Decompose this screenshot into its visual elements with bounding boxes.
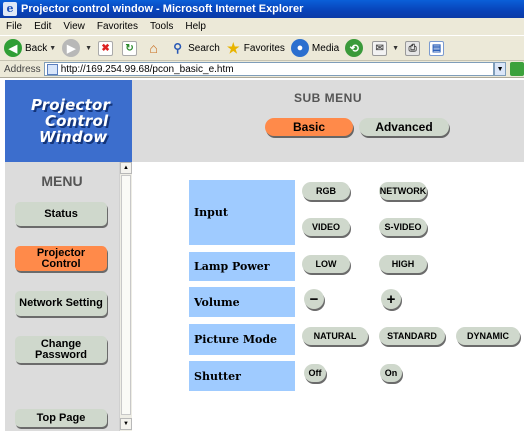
forward-button[interactable]: ▶ ▼ xyxy=(62,39,92,57)
favorites-button[interactable]: ★ Favorites xyxy=(226,39,285,56)
shutter-label: Shutter xyxy=(189,361,295,391)
rgb-button[interactable]: RGB xyxy=(302,182,350,200)
logo-text: Projector Control Window xyxy=(27,97,110,145)
stop-icon: ✖ xyxy=(98,40,114,56)
scroll-thumb[interactable] xyxy=(121,175,131,415)
video-button[interactable]: VIDEO xyxy=(302,218,350,236)
favorites-label: Favorites xyxy=(243,42,285,54)
lamp-low-button[interactable]: LOW xyxy=(302,255,350,273)
lamp-high-button[interactable]: HIGH xyxy=(379,255,427,273)
address-bar: Address http://169.254.99.68/pcon_basic_… xyxy=(0,61,524,78)
back-label: Back xyxy=(25,42,48,54)
menu-favorites[interactable]: Favorites xyxy=(96,21,138,32)
edit-page-icon: ▤ xyxy=(429,40,445,56)
home-icon: ⌂ xyxy=(149,40,158,56)
mail-dropdown-icon[interactable]: ▼ xyxy=(392,44,400,52)
back-button[interactable]: ◀ Back ▼ xyxy=(4,39,56,57)
change-password-label-2: Password xyxy=(35,348,87,361)
top-page-button[interactable]: Top Page xyxy=(15,409,107,427)
history-button[interactable]: ⟲ xyxy=(345,39,366,57)
logo-line-1: Projector xyxy=(30,96,111,114)
address-dropdown-icon[interactable]: ▼ xyxy=(493,62,507,76)
lamp-power-label: Lamp Power xyxy=(189,252,295,281)
menu-file[interactable]: File xyxy=(6,21,23,32)
advanced-tab-button[interactable]: Advanced xyxy=(359,118,449,136)
standard-button[interactable]: STANDARD xyxy=(379,327,445,345)
star-icon: ★ xyxy=(227,39,240,56)
address-url: http://169.254.99.68/pcon_basic_e.htm xyxy=(60,63,234,75)
ie-icon: e xyxy=(3,2,17,16)
forward-arrow-icon: ▶ xyxy=(62,39,81,57)
browser-toolbar: ◀ Back ▼ ▶ ▼ ✖ ↻ ⌂ ⚲ Search ★ Favorites … xyxy=(0,35,524,61)
back-arrow-icon: ◀ xyxy=(4,39,22,57)
stop-button[interactable]: ✖ xyxy=(98,40,116,56)
shutter-off-button[interactable]: Off xyxy=(304,364,326,382)
volume-up-button[interactable]: + xyxy=(381,289,401,309)
projector-control-window-logo: Projector Control Window xyxy=(5,80,132,162)
logo-line-3: Window xyxy=(38,128,108,146)
forward-dropdown-icon[interactable]: ▼ xyxy=(85,44,93,52)
status-button[interactable]: Status xyxy=(15,202,107,226)
search-button[interactable]: ⚲ Search xyxy=(170,41,220,56)
mail-icon: ✉ xyxy=(372,40,388,56)
change-password-label-1: Change xyxy=(40,337,82,350)
print-button[interactable]: ⎙ xyxy=(405,40,423,56)
input-label: Input xyxy=(189,180,295,245)
page-icon xyxy=(46,63,58,75)
edit-button[interactable]: ▤ xyxy=(429,40,447,56)
volume-down-button[interactable]: − xyxy=(304,289,324,309)
menu-edit[interactable]: Edit xyxy=(34,21,52,32)
projector-control-label-2: Control xyxy=(41,257,81,270)
media-icon: ● xyxy=(290,39,309,57)
main-menu-panel: MENU Status Projector Control Network Se… xyxy=(5,162,119,431)
search-icon: ⚲ xyxy=(173,41,182,55)
window-title: Projector control window - Microsoft Int… xyxy=(21,3,304,15)
media-button[interactable]: ● Media xyxy=(290,39,340,57)
address-label: Address xyxy=(4,63,41,75)
top-page-label: Top Page xyxy=(36,411,86,424)
logo-line-2: Control xyxy=(44,112,109,130)
media-label: Media xyxy=(311,42,340,54)
network-setting-label: Network Setting xyxy=(19,297,103,309)
search-label: Search xyxy=(188,42,220,54)
svideo-button[interactable]: S-VIDEO xyxy=(379,218,427,236)
print-icon: ⎙ xyxy=(405,40,421,56)
menu-view[interactable]: View xyxy=(63,21,85,32)
network-button[interactable]: NETWORK xyxy=(379,182,427,200)
shutter-on-button[interactable]: On xyxy=(380,364,402,382)
menu-help[interactable]: Help xyxy=(185,21,206,32)
menu-title: MENU xyxy=(41,173,83,189)
menu-bar: File Edit View Favorites Tools Help xyxy=(0,18,524,35)
submenu-panel: SUB MENU Basic Advanced xyxy=(132,80,524,162)
status-label: Status xyxy=(44,207,78,220)
submenu-title: SUB MENU xyxy=(293,91,362,105)
projector-control-button[interactable]: Projector Control xyxy=(15,246,107,271)
dynamic-button[interactable]: DYNAMIC xyxy=(456,327,520,345)
natural-button[interactable]: NATURAL xyxy=(302,327,368,345)
home-button[interactable]: ⌂ xyxy=(146,40,164,56)
scroll-down-icon[interactable]: ▼ xyxy=(120,418,132,430)
volume-label: Volume xyxy=(189,287,295,317)
back-dropdown-icon[interactable]: ▼ xyxy=(49,44,57,52)
mail-button[interactable]: ✉ ▼ xyxy=(372,40,400,56)
minus-icon: − xyxy=(309,290,319,308)
refresh-icon: ↻ xyxy=(122,40,138,56)
picture-mode-label: Picture Mode xyxy=(189,324,295,355)
scroll-up-icon[interactable]: ▲ xyxy=(120,162,132,174)
menu-scrollbar[interactable]: ▲ ▼ xyxy=(119,162,132,431)
history-icon: ⟲ xyxy=(345,39,364,57)
go-icon[interactable] xyxy=(510,62,524,76)
address-input[interactable]: http://169.254.99.68/pcon_basic_e.htm xyxy=(43,62,494,76)
network-setting-button[interactable]: Network Setting xyxy=(15,291,107,316)
plus-icon: + xyxy=(386,290,396,308)
menu-tools[interactable]: Tools xyxy=(149,21,174,32)
refresh-button[interactable]: ↻ xyxy=(122,40,140,56)
basic-tab-button[interactable]: Basic xyxy=(265,118,353,136)
window-titlebar: e Projector control window - Microsoft I… xyxy=(0,0,524,18)
projector-control-label-1: Projector xyxy=(36,246,86,259)
change-password-button[interactable]: Change Password xyxy=(15,336,107,363)
